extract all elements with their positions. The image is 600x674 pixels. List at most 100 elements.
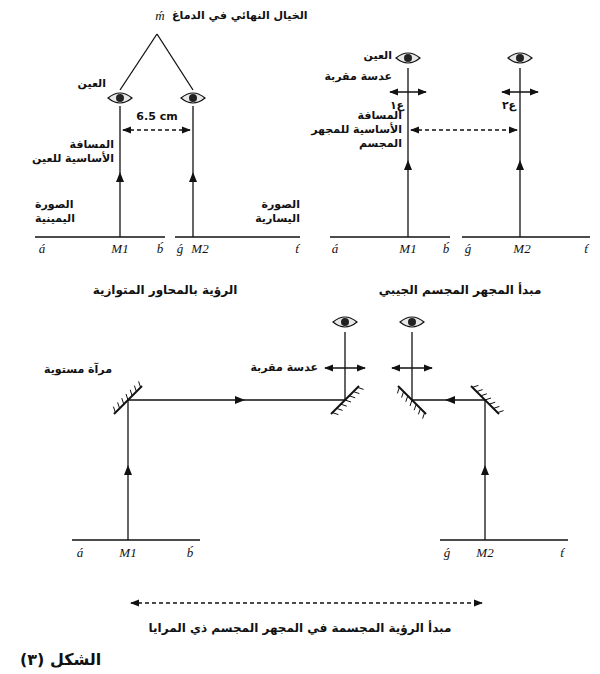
label: t́: [295, 241, 299, 257]
label: M1: [399, 241, 416, 257]
label: b́: [443, 241, 450, 257]
eye-outline: [400, 317, 424, 327]
label: ع٢: [502, 99, 516, 113]
hatch-stroke: [406, 396, 408, 402]
label: ḿ: [155, 8, 164, 24]
plane-mirror: [398, 386, 426, 414]
label: b́: [187, 545, 194, 561]
ray: [120, 34, 157, 90]
hatch-stroke: [358, 387, 364, 389]
label: المسافة الأساسية للعين: [26, 138, 114, 166]
hatch-stroke: [139, 381, 141, 387]
plane-mirror: [114, 386, 142, 414]
label: عدسة مقربة: [250, 361, 318, 375]
label: t́: [560, 545, 564, 561]
eye-outline: [108, 93, 132, 103]
arrowhead: [516, 160, 524, 170]
dimension-line: [123, 129, 190, 130]
label: M2: [476, 545, 493, 561]
hatch-stroke: [113, 407, 115, 413]
hatch-stroke: [493, 406, 499, 408]
ray-arrows: [116, 160, 524, 475]
eye-icon: [181, 93, 205, 103]
image-line: [330, 236, 450, 237]
arrowhead: [404, 160, 412, 170]
hatch-stroke: [489, 402, 495, 404]
eye-pupil: [116, 94, 124, 102]
label: الخيال النهائي في الدماغ: [172, 9, 308, 23]
hatch-stroke: [341, 404, 347, 406]
label: الصورة اليسارية: [242, 198, 300, 226]
label: ǵ: [177, 241, 184, 257]
arrowhead: [481, 465, 489, 475]
image-line: [462, 236, 590, 237]
hatch-stroke: [418, 408, 420, 414]
eye-pupil: [408, 318, 416, 326]
hatch-stroke: [472, 385, 478, 387]
eye-icon: [108, 93, 132, 103]
image-line: [35, 236, 165, 237]
ray: [157, 34, 193, 90]
eye-outline: [333, 317, 357, 327]
hatch-stroke: [402, 392, 404, 398]
label: á: [39, 241, 46, 257]
eye-icon: [508, 53, 532, 63]
arrowhead: [235, 396, 245, 404]
label: المسافة الأساسية للمجهر المجسم: [306, 109, 402, 150]
eye-pupil: [404, 54, 412, 62]
hatch-stroke: [118, 402, 120, 408]
hatch-stroke: [414, 404, 416, 410]
arrowhead: [445, 396, 455, 404]
label: عدسة مقربة: [324, 70, 392, 84]
hatch-stroke: [337, 408, 343, 410]
label: مرآة مستوية: [44, 363, 112, 377]
eye-icon: [396, 53, 420, 63]
ray: [411, 332, 412, 400]
eye-icon: [400, 317, 424, 327]
label: á: [332, 241, 339, 257]
eye-icon: [333, 317, 357, 327]
eye-outline: [181, 93, 205, 103]
label: b́: [157, 241, 164, 257]
eye-outline: [396, 53, 420, 63]
label: مبدأ المجهر المجسم الجيبي: [379, 283, 542, 298]
ray: [119, 106, 120, 237]
label: t́: [584, 241, 588, 257]
hatch-stroke: [345, 400, 351, 402]
arrowhead: [189, 172, 197, 182]
hatch-stroke: [481, 394, 487, 396]
hatch-stroke: [397, 387, 399, 393]
hatch-stroke: [130, 390, 132, 396]
hatch-stroke: [353, 392, 359, 394]
hatch-stroke: [410, 400, 412, 406]
ray: [519, 68, 520, 237]
eye-pupil: [341, 318, 349, 326]
lens: [390, 91, 426, 92]
label: ǵ: [444, 545, 451, 561]
ray: [192, 106, 193, 237]
hatch-stroke: [134, 386, 136, 392]
label: العين: [364, 49, 393, 63]
arrowhead: [124, 465, 132, 475]
plane-mirror: [331, 386, 359, 414]
lens: [502, 91, 538, 92]
mirror-hatching: [113, 381, 503, 418]
label: M2: [191, 241, 208, 257]
lens: [392, 367, 432, 368]
label: الرؤية بالمحاور المتوازية: [93, 283, 238, 298]
hatch-stroke: [122, 398, 124, 404]
image-line: [175, 236, 300, 237]
label: M1: [119, 545, 136, 561]
label: M1: [111, 241, 128, 257]
figure-caption: الشكل (٣): [20, 650, 101, 670]
hatch-stroke: [498, 411, 504, 413]
eye-pupil: [189, 94, 197, 102]
hatch-stroke: [423, 413, 425, 419]
label: á: [77, 545, 84, 561]
label: العين: [78, 77, 107, 91]
ray: [407, 68, 408, 237]
plane-mirror: [471, 386, 499, 414]
label: M2: [513, 241, 530, 257]
hatch-stroke: [485, 398, 491, 400]
ray: [344, 332, 345, 400]
